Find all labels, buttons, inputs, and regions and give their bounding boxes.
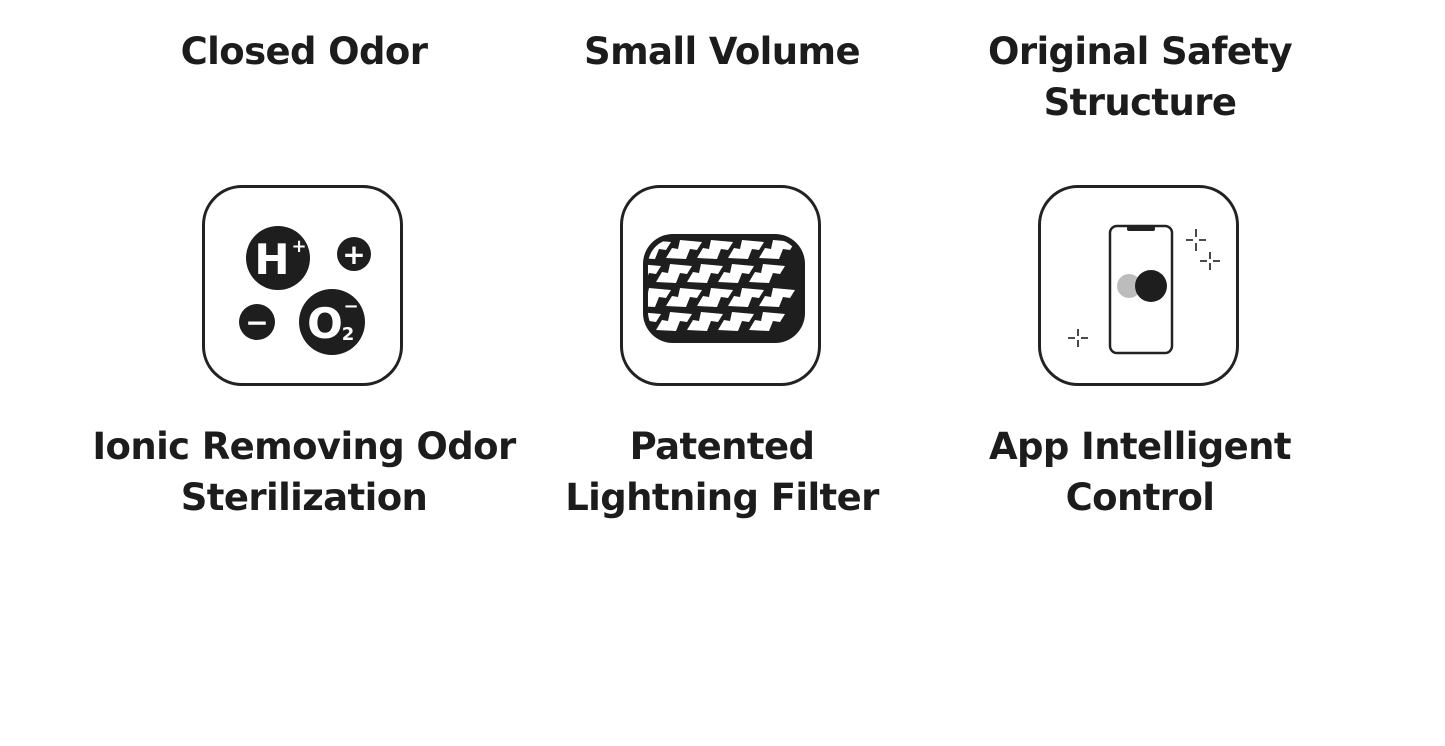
app-toggle-dot xyxy=(1135,270,1167,302)
feature-title-line: Ionic Removing Odor xyxy=(92,425,516,468)
filter-mesh-cell xyxy=(697,288,733,307)
filter-mesh-icon xyxy=(643,234,805,343)
ion-plus-symbol: + xyxy=(342,238,365,271)
feature-title-small-volume: Small Volume xyxy=(502,26,942,77)
feature-title-line: Structure xyxy=(1043,81,1237,124)
feature-title-line: Closed Odor xyxy=(180,30,428,73)
feature-title-app-intelligent-control: App Intelligent Control xyxy=(920,421,1360,523)
smartphone-app-icon-box xyxy=(1038,185,1239,386)
ion-h-charge: + xyxy=(291,236,306,257)
feature-title-patented-lightning-filter: Patented Lightning Filter xyxy=(502,421,942,523)
filter-mesh-cell xyxy=(759,288,795,307)
filter-mesh-cell xyxy=(648,312,661,331)
filter-mesh-cell xyxy=(728,288,764,307)
filter-mesh-cell xyxy=(718,312,754,331)
ion-o-symbol: O xyxy=(307,299,343,348)
feature-title-ionic-removing-odor: Ionic Removing Odor Sterilization xyxy=(84,421,524,523)
filter-mesh-cell xyxy=(656,264,692,283)
feature-title-closed-odor: Closed Odor xyxy=(84,26,524,77)
filter-mesh-cell xyxy=(749,312,785,331)
filter-mesh-cell xyxy=(759,240,795,259)
feature-title-line: Control xyxy=(1065,476,1215,519)
feature-title-line: Lightning Filter xyxy=(565,476,879,519)
feature-title-line: Original Safety xyxy=(987,30,1293,73)
filter-mesh-cell xyxy=(697,240,733,259)
feature-title-line: Patented xyxy=(629,425,815,468)
ion-minus-symbol: − xyxy=(245,306,268,339)
filter-mesh-cell xyxy=(648,264,661,283)
sparkle-icon xyxy=(1068,229,1220,347)
filter-mesh-cell xyxy=(666,240,702,259)
ion-o-charge: − xyxy=(343,296,358,317)
filter-mesh-cell xyxy=(718,264,754,283)
ion-o-subscript: 2 xyxy=(342,324,355,345)
filter-mesh-cell xyxy=(666,288,702,307)
smartphone-app-icon xyxy=(1068,224,1220,355)
feature-title-original-safety-structure: Original Safety Structure xyxy=(920,26,1360,128)
ion-molecules-icon: H + + − O 2 − xyxy=(239,226,371,355)
feature-title-line: Small Volume xyxy=(584,30,861,73)
filter-mesh-cell xyxy=(749,264,785,283)
ion-h-symbol: H xyxy=(254,235,289,284)
filter-mesh-pattern xyxy=(648,240,795,331)
filter-mesh-cell xyxy=(656,312,692,331)
filter-mesh-icon-box xyxy=(620,185,821,386)
app-toggle-ghost-dot xyxy=(1117,274,1141,298)
ion-molecules-icon-box: H + + − O 2 − xyxy=(202,185,403,386)
filter-mesh-cell xyxy=(687,264,723,283)
filter-mesh-cell xyxy=(728,240,764,259)
filter-mesh-cell xyxy=(648,288,671,307)
filter-mesh-cell xyxy=(687,312,723,331)
feature-title-line: Sterilization xyxy=(180,476,428,519)
feature-title-line: App Intelligent xyxy=(988,425,1292,468)
